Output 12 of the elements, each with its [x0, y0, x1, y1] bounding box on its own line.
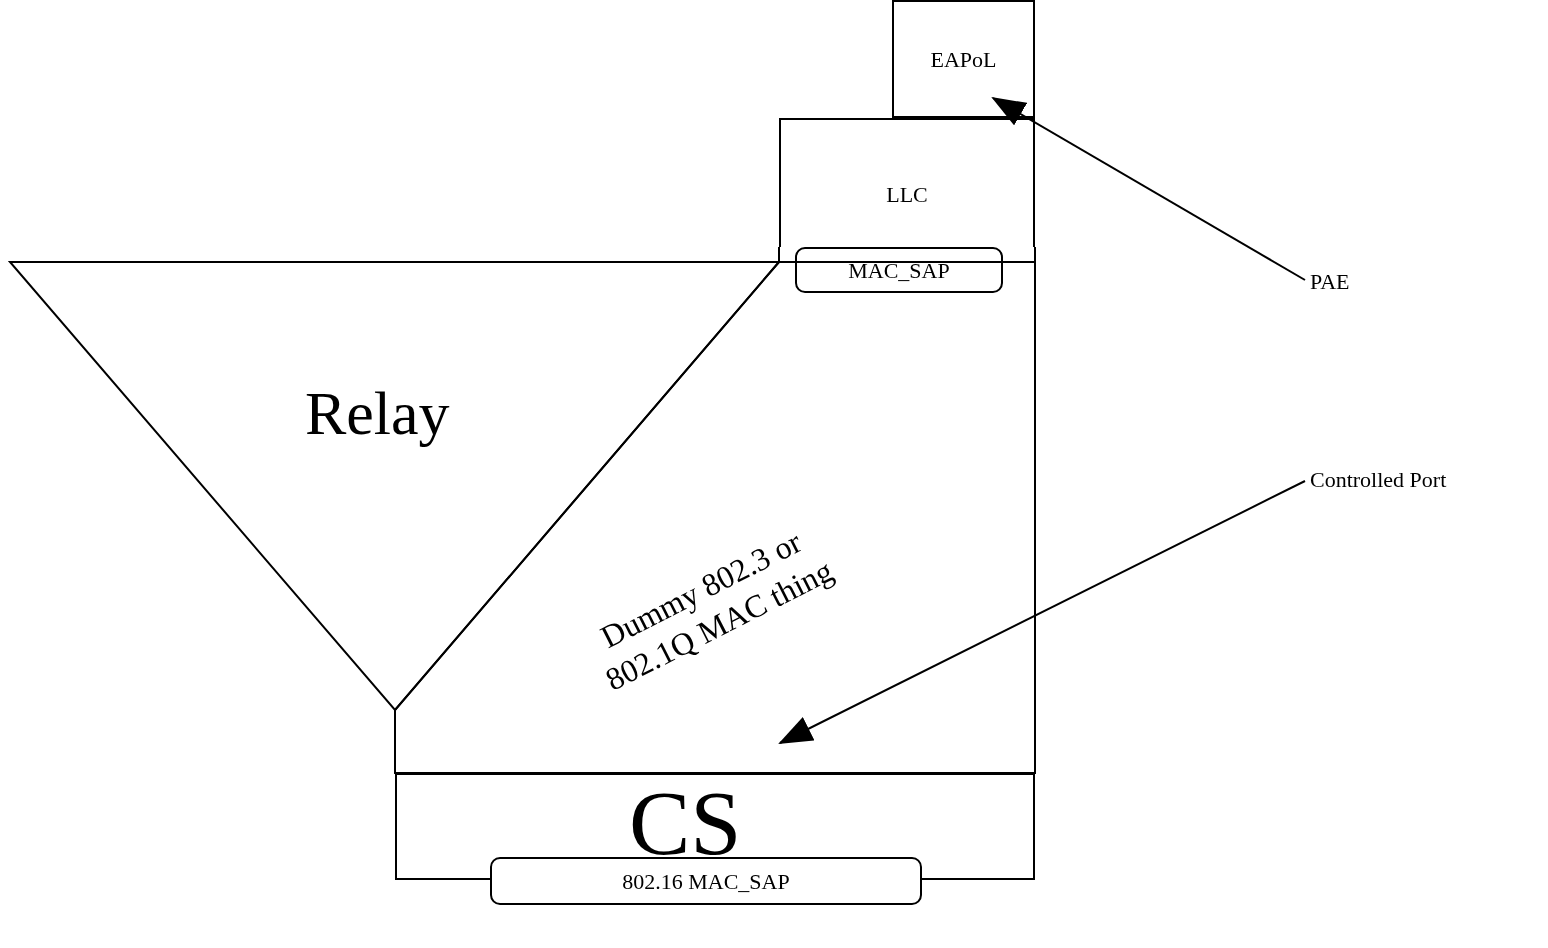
callout-label: PAE [1310, 267, 1350, 296]
layer-box [892, 0, 1035, 118]
leader-arrow [778, 480, 1306, 744]
box-label: LLC [886, 181, 928, 209]
box-label: EAPoL [930, 45, 997, 74]
box-label: MAC_SAP [848, 256, 950, 285]
box-label: CS [629, 777, 742, 869]
leader-arrow [991, 97, 1306, 281]
box-label: 802.16 MAC_SAP [622, 867, 790, 896]
callout-label: Controlled Port [1310, 465, 1447, 494]
service-access-point-box [490, 857, 922, 905]
service-access-point-box [795, 247, 1003, 293]
